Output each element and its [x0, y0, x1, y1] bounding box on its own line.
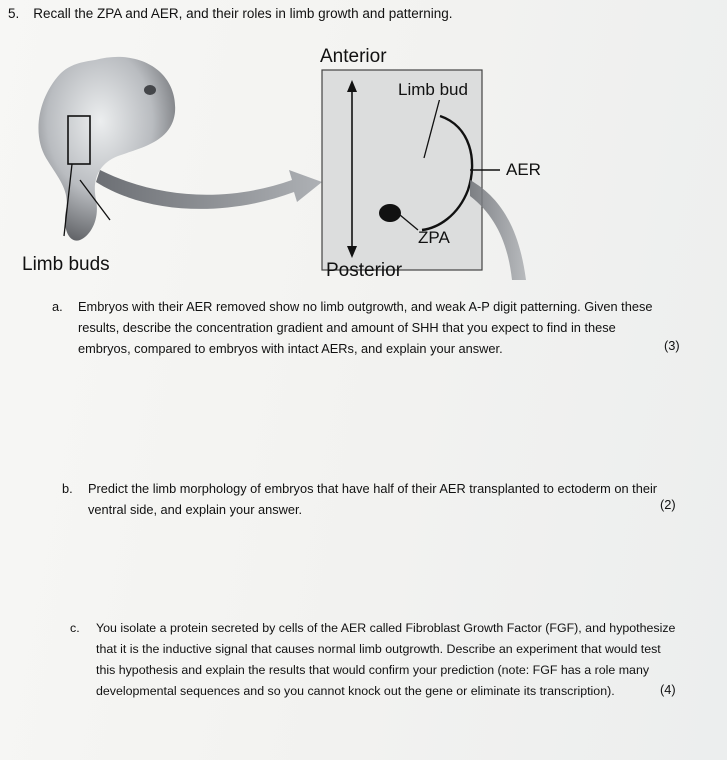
zpa-label: ZPA — [418, 228, 450, 247]
question-prompt: Recall the ZPA and AER, and their roles … — [33, 6, 453, 21]
question-line: developmental sequences and so you canno… — [96, 684, 615, 698]
question-number: 5. — [8, 6, 20, 21]
limb-buds-label: Limb buds — [22, 254, 110, 275]
question-line: results, describe the concentration grad… — [78, 320, 616, 335]
question-header: 5. Recall the ZPA and AER, and their role… — [8, 6, 453, 21]
magnify-arrow — [96, 170, 322, 209]
question-line: embryos, compared to embryos with intact… — [78, 341, 503, 356]
part-letter: c. — [70, 621, 80, 635]
aer-label: AER — [506, 160, 541, 179]
limb-bud-outline — [421, 114, 474, 232]
limb-bud-label: Limb bud — [396, 80, 470, 100]
question-line: Predict the limb morphology of embryos t… — [88, 481, 658, 496]
question-part-b: b. Predict the limb morphology of embryo… — [62, 478, 708, 520]
posterior-label: Posterior — [326, 260, 403, 281]
inset-panel — [321, 69, 483, 271]
diagram-graphic — [38, 56, 526, 280]
limb-development-diagram: Anterior Limb bud AER ZPA Posterior Limb… — [0, 30, 560, 290]
marks-badge: (2) — [660, 497, 676, 512]
anterior-label: Anterior — [320, 46, 387, 67]
question-line: You isolate a protein secreted by cells … — [96, 621, 676, 635]
question-part-a: a. Embryos with their AER removed show n… — [52, 296, 698, 359]
continuation-arrow — [470, 180, 526, 280]
limb-bud-box — [67, 115, 91, 165]
embryo-eye — [144, 85, 156, 95]
embryo-shape — [38, 56, 176, 241]
marks-badge: (4) — [660, 682, 676, 697]
question-line: ventral side, and explain your answer. — [88, 502, 303, 517]
question-line: that it is the inductive signal that cau… — [96, 642, 661, 656]
part-letter: b. — [62, 481, 73, 496]
part-letter: a. — [52, 299, 63, 314]
question-part-c: c. You isolate a protein secreted by cel… — [70, 618, 716, 702]
zpa-region — [379, 204, 401, 222]
question-line: this hypothesis and explain the results … — [96, 663, 650, 677]
marks-badge: (3) — [664, 338, 680, 353]
question-line: Embryos with their AER removed show no l… — [78, 299, 653, 314]
